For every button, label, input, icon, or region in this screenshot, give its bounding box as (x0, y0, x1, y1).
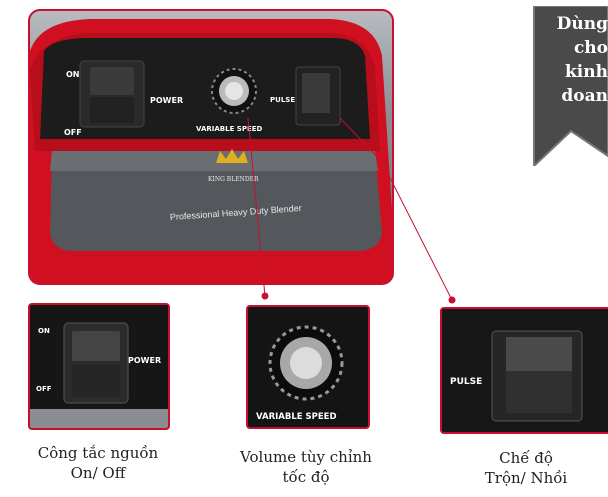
detail-power-switch: ON OFF POWER (28, 303, 170, 430)
off-label: OFF (36, 385, 52, 393)
caption-line: tốc độ (282, 468, 330, 486)
banner-line: kinh (565, 62, 608, 82)
on-label: ON (38, 327, 50, 335)
banner-line: doan (561, 86, 608, 106)
on-label: ON (66, 70, 80, 79)
connector-dot (261, 292, 269, 300)
main-control-panel-photo: ON OFF POWER PULSE VARIABLE SPEED KING B… (28, 9, 394, 285)
variable-speed-label: VARIABLE SPEED (196, 125, 263, 133)
caption-line: Volume tùy chỉnh (240, 448, 372, 466)
power-switch-closeup: ON OFF POWER (30, 305, 168, 428)
caption-line: Công tắc nguồn (37, 444, 159, 462)
caption-line: On/ Off (70, 464, 126, 482)
pulse-label: PULSE (450, 377, 482, 387)
pulse-switch-closeup: PULSE (442, 309, 608, 432)
banner-shape (533, 6, 608, 166)
caption-line: Chế độ (499, 449, 553, 467)
caption-power-switch: Công tắc nguồn On/ Off (18, 443, 178, 483)
connector-dot (448, 296, 456, 304)
detail-pulse-switch: PULSE (440, 307, 608, 434)
power-label: POWER (150, 96, 183, 105)
detail-speed-knob: VARIABLE SPEED (246, 305, 370, 429)
caption-speed-knob: Volume tùy chỉnh tốc độ (226, 447, 386, 487)
speed-knob-closeup: VARIABLE SPEED (248, 307, 368, 427)
off-label: OFF (64, 128, 82, 137)
blender-illustration: ON OFF POWER PULSE VARIABLE SPEED KING B… (30, 19, 392, 283)
crown-logo (216, 149, 248, 163)
pulse-label: PULSE (270, 96, 295, 104)
banner-line: cho (573, 38, 608, 58)
banner-line: Dùng (556, 14, 608, 34)
promo-banner: Dùng cho kinh doan (531, 6, 608, 166)
variable-speed-label: VARIABLE SPEED (256, 412, 337, 422)
caption-pulse-switch: Chế độ Trộn/ Nhồi (446, 448, 606, 488)
brand-label: KING BLENDER (208, 176, 259, 183)
power-label: POWER (128, 356, 161, 365)
caption-line: Trộn/ Nhồi (484, 469, 568, 487)
banner-text: Dùng cho kinh doan (539, 12, 608, 108)
